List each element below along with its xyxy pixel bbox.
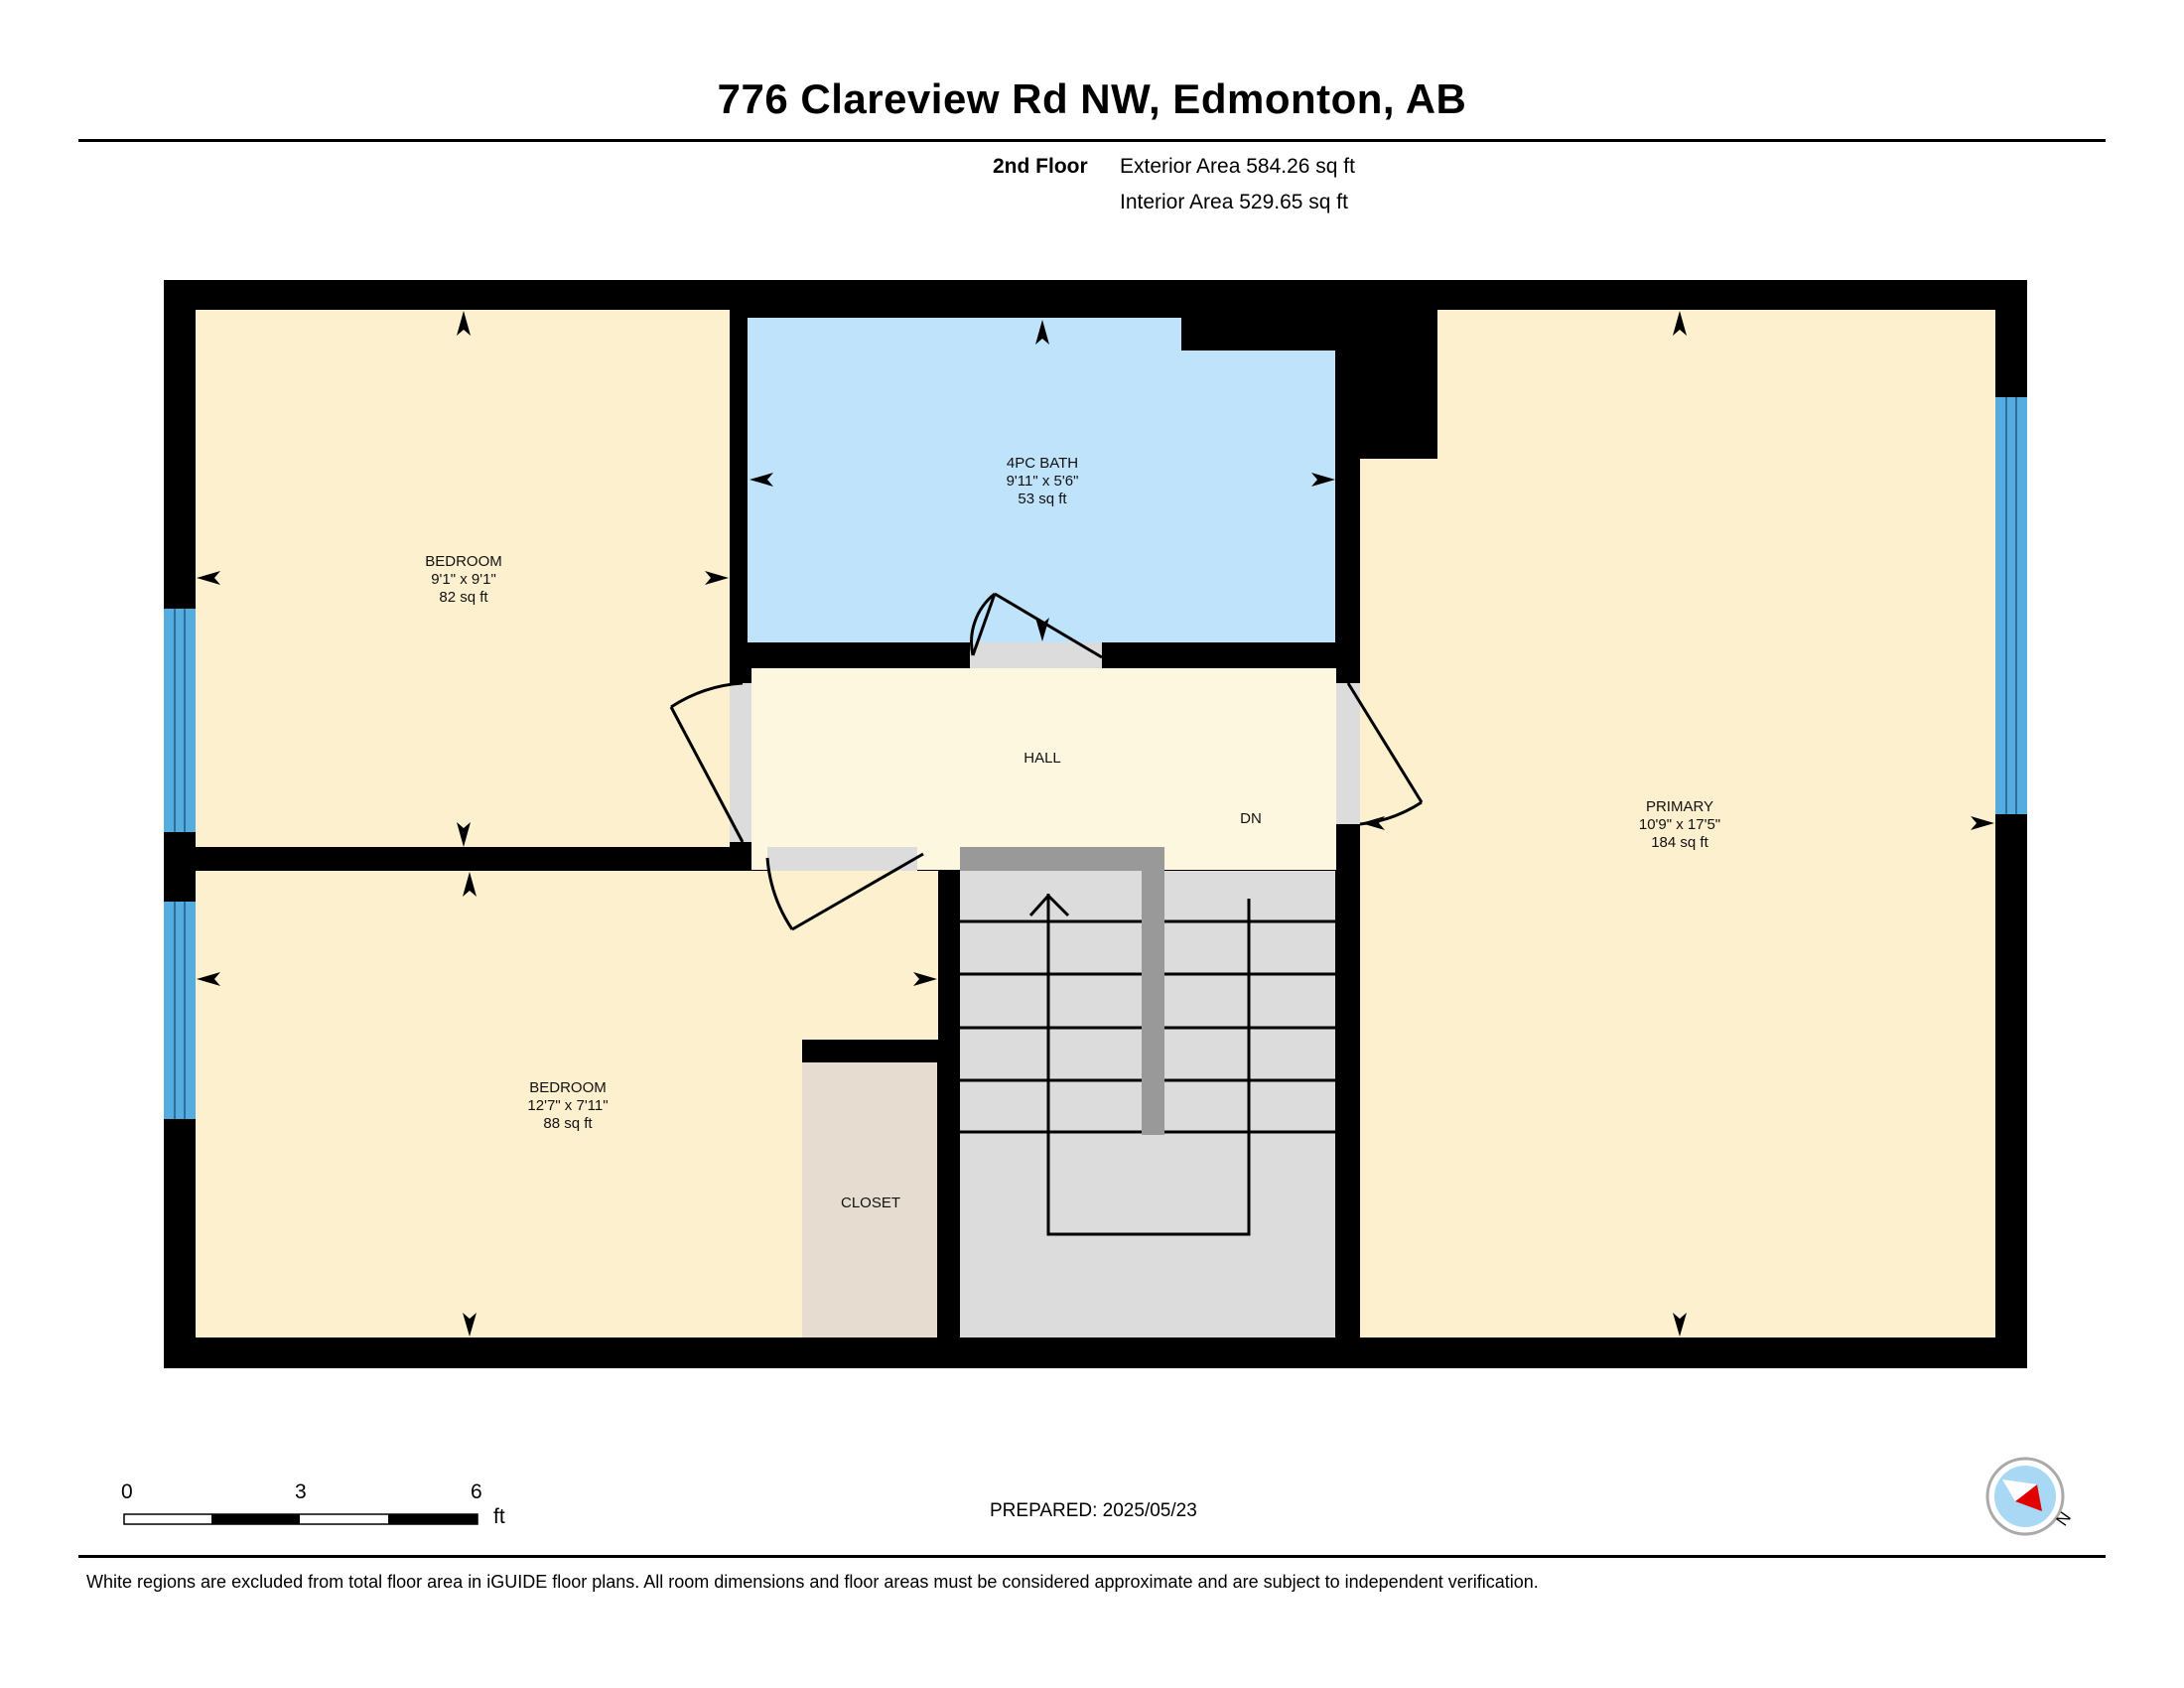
- closet: [802, 1062, 937, 1337]
- bedroom1-door-opening: [730, 683, 751, 842]
- bath-area: 53 sq ft: [1018, 491, 1067, 507]
- disclaimer-text: White regions are excluded from total fl…: [86, 1572, 1539, 1592]
- scale-bar: [123, 1513, 478, 1525]
- bath-name: 4PC BATH: [1007, 455, 1078, 472]
- bath-room: [748, 318, 1335, 642]
- window-west-1: [164, 609, 196, 832]
- bath-door-opening: [970, 642, 1102, 668]
- window-east: [1995, 397, 2027, 814]
- closet-name: CLOSET: [841, 1195, 900, 1211]
- stairs-down-label: DN: [1240, 810, 1262, 827]
- staircase: [960, 847, 1335, 1236]
- bedroom-2: [196, 871, 938, 1337]
- exterior-area: Exterior Area 584.26 sq ft: [1120, 155, 1355, 178]
- window-west-2: [164, 902, 196, 1119]
- compass-icon: [1985, 1457, 2065, 1536]
- bedroom2-dims: 12'7" x 7'11": [527, 1097, 608, 1114]
- bedroom1-area: 82 sq ft: [439, 589, 488, 606]
- bedroom2-door-opening: [767, 847, 917, 871]
- primary-area: 184 sq ft: [1651, 834, 1708, 851]
- scale-tick-3: 3: [295, 1480, 307, 1503]
- bedroom1-dims: 9'1" x 9'1": [431, 571, 496, 588]
- scale-unit: ft: [493, 1505, 505, 1528]
- hall-name: HALL: [1024, 750, 1061, 767]
- bedroom-1: [196, 310, 730, 847]
- primary-bedroom: [1360, 310, 1995, 1337]
- scale-tick-6: 6: [471, 1480, 482, 1503]
- footer-rule: [78, 1555, 2106, 1558]
- hall: [751, 668, 1336, 870]
- bedroom2-name: BEDROOM: [529, 1079, 607, 1096]
- scale-tick-0: 0: [121, 1480, 133, 1503]
- interior-area: Interior Area 529.65 sq ft: [1120, 191, 1348, 213]
- prepared-date: PREPARED: 2025/05/23: [990, 1500, 1197, 1521]
- dimension-arrows: [197, 311, 1994, 1336]
- property-address: 776 Clareview Rd NW, Edmonton, AB: [717, 75, 1467, 122]
- bath-dims: 9'11" x 5'6": [1007, 473, 1079, 490]
- primary-dims: 10'9" x 17'5": [1639, 816, 1720, 833]
- door-swings: [669, 592, 1424, 931]
- bedroom1-name: BEDROOM: [425, 553, 502, 570]
- window-mullions: [174, 397, 2017, 1119]
- bedroom2-area: 88 sq ft: [543, 1115, 593, 1132]
- primary-door-opening: [1336, 683, 1360, 824]
- primary-name: PRIMARY: [1646, 798, 1713, 815]
- floor-name: 2nd Floor: [993, 155, 1088, 178]
- header-rule: [78, 139, 2106, 142]
